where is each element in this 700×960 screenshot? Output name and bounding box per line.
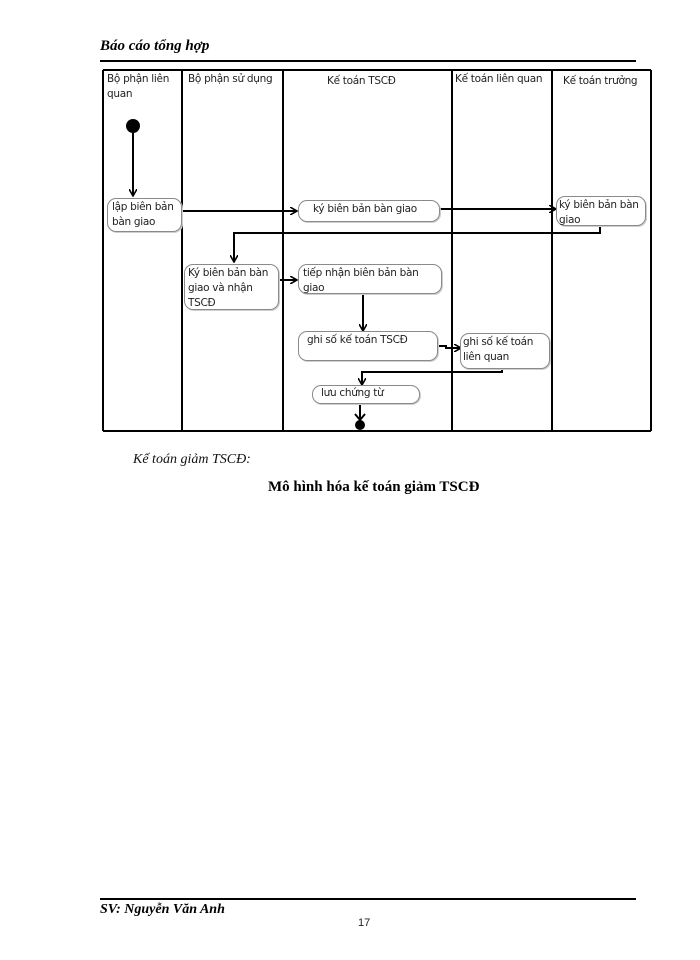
activity-ky-va-nhan-tscd: Ký biên bản bàn giao và nhận TSCĐ	[184, 264, 279, 310]
activity-luu-chung-tu: lưu chứng từ	[312, 385, 420, 404]
lane-label-bo-phan-lien-quan: Bộ phận liên quan	[107, 73, 170, 100]
lane-label-bo-phan-su-dung: Bộ phận sử dụng	[188, 73, 273, 85]
footer-author: SV: Nguyễn Văn Anh	[100, 902, 225, 917]
section-label: Kế toán giảm TSCĐ:	[133, 452, 251, 467]
document-header-title: Báo cáo tổng hợp	[100, 38, 210, 54]
activity-ky-bien-ban-tscd: ký biên bản bàn giao	[298, 200, 440, 222]
footer-rule	[100, 898, 636, 900]
header-rule	[100, 60, 636, 62]
activity-ghi-so-ke-toan-tscd: ghi số kế toán TSCĐ	[298, 331, 438, 361]
figure-title: Mô hình hóa kế toán giảm TSCĐ	[268, 479, 480, 495]
activity-ky-bien-ban-truong: ký biên bản bàn giao	[556, 196, 646, 226]
lane-label-ke-toan-truong: Kế toán trưởng	[563, 75, 638, 87]
diagram-lines	[102, 69, 652, 432]
activity-swimlane-diagram: Bộ phận liên quan Bộ phận sử dụng Kế toá…	[0, 0, 700, 440]
swimlane-grid	[102, 69, 652, 432]
activity-lap-bien-ban: lập biên bản bàn giao	[107, 198, 182, 232]
activity-ghi-so-ke-toan-lien-quan: ghi số kế toán liên quan	[460, 333, 550, 369]
lane-label-ke-toan-tscd: Kế toán TSCĐ	[327, 75, 396, 87]
activity-tiep-nhan-bien-ban: tiếp nhận biên bản bàn giao	[298, 264, 442, 294]
end-node-icon	[354, 413, 366, 430]
start-node-icon	[126, 119, 140, 133]
page-number: 17	[358, 917, 371, 929]
lane-label-ke-toan-lien-quan: Kế toán liên quan	[455, 73, 543, 85]
